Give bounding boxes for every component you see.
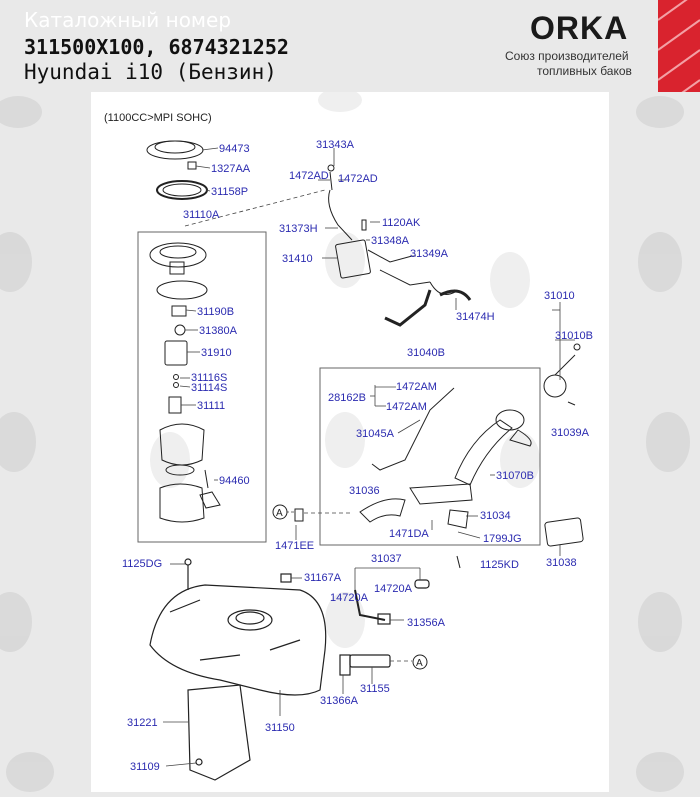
label-1125DG: 1125DG bbox=[122, 558, 162, 570]
filler-pipe-shape bbox=[454, 419, 513, 486]
label-31343A: 31343A bbox=[316, 139, 355, 151]
label-31110A: 31110A bbox=[183, 209, 220, 221]
label-1120AK: 1120AK bbox=[382, 217, 421, 229]
label-31010: 31010 bbox=[544, 290, 575, 302]
label-31116S: 31116S bbox=[191, 372, 227, 384]
label-31010B: 31010B bbox=[555, 330, 593, 342]
label-31348A: 31348A bbox=[371, 235, 410, 247]
label-1472AD-left: 1472AD bbox=[289, 170, 329, 182]
canister-31410-shape bbox=[335, 239, 371, 279]
label-31070B: 31070B bbox=[496, 470, 534, 482]
engine-note: (1100CC>MPI SOHC) bbox=[104, 112, 212, 124]
canister-parts bbox=[327, 164, 472, 327]
label-31114S: 31114S bbox=[191, 382, 227, 394]
reservoir-cup-shape bbox=[159, 483, 205, 523]
callout-a-bottom-label: A bbox=[416, 658, 423, 669]
leader-lines-left bbox=[179, 147, 326, 481]
fuel-tank-31150-shape bbox=[149, 584, 327, 696]
panel-watermarks bbox=[150, 88, 540, 648]
vehicle-model: Hyundai i10 (Бензин) bbox=[24, 60, 277, 84]
label-1472AM-lower: 1472AM bbox=[386, 401, 427, 413]
diagram-panel: (1100CC>MPI SOHC) bbox=[91, 88, 609, 792]
cap-31010-shape bbox=[543, 374, 567, 398]
filler-door-shape bbox=[544, 517, 584, 547]
leader-lines-canister bbox=[318, 148, 457, 310]
label-31373H: 31373H bbox=[279, 223, 318, 235]
label-31034: 31034 bbox=[480, 510, 511, 522]
label-31038: 31038 bbox=[546, 557, 577, 569]
label-31111: 31111 bbox=[197, 400, 225, 412]
hose-31036-shape bbox=[359, 498, 406, 523]
callout-a-top-label: A bbox=[276, 508, 283, 519]
vent-tube-shape bbox=[371, 387, 455, 471]
vent-hose-shape bbox=[384, 289, 432, 327]
label-31410: 31410 bbox=[282, 253, 313, 265]
gasket-94473-shape bbox=[146, 140, 204, 160]
label-94460: 94460 bbox=[219, 475, 250, 487]
label-31221: 31221 bbox=[127, 717, 158, 729]
corner-stripes bbox=[658, 0, 700, 92]
label-31158P: 31158P bbox=[211, 186, 248, 198]
part-numbers: 311500X100, 6874321252 bbox=[24, 35, 289, 59]
filter-31155-shape bbox=[349, 654, 391, 668]
label-1799JG: 1799JG bbox=[483, 533, 522, 545]
heat-shield-31221-shape bbox=[187, 684, 251, 781]
label-31040B: 31040B bbox=[407, 347, 445, 359]
label-31356A: 31356A bbox=[407, 617, 446, 629]
label-1471DA: 1471DA bbox=[389, 528, 429, 540]
page-header: Каталожный номер 311500X100, 6874321252 … bbox=[0, 0, 700, 92]
label-31155: 31155 bbox=[360, 683, 390, 695]
leader-lines-tank bbox=[163, 563, 421, 767]
bracket-31034-shape bbox=[447, 509, 469, 529]
label-1472AM-upper: 1472AM bbox=[396, 381, 437, 393]
pump-housing-shape bbox=[159, 423, 205, 466]
pump-filter-shape bbox=[164, 340, 188, 366]
label-1125KD: 1125KD bbox=[480, 559, 519, 571]
filler-neck-box bbox=[319, 367, 541, 546]
label-14720A-left: 14720A bbox=[330, 592, 369, 604]
pump-assembly-box bbox=[137, 231, 267, 543]
orka-logo: ORKA bbox=[530, 10, 629, 46]
red-corner-flag bbox=[658, 0, 700, 92]
label-31045A: 31045A bbox=[356, 428, 395, 440]
label-31349A: 31349A bbox=[410, 248, 449, 260]
brand-tagline-line2: топливных баков bbox=[537, 64, 632, 78]
label-31474H: 31474H bbox=[456, 311, 495, 323]
label-31167A: 31167A bbox=[304, 572, 342, 584]
part-labels: 94473 1327AA 31158P 31110A 31190B 31380A… bbox=[122, 139, 593, 773]
label-31109: 31109 bbox=[130, 761, 160, 773]
label-1327AA: 1327AA bbox=[211, 163, 251, 175]
callout-a-top bbox=[272, 504, 288, 520]
label-31380A: 31380A bbox=[199, 325, 238, 337]
callout-a-bottom bbox=[412, 654, 428, 670]
sender-shape bbox=[199, 491, 221, 509]
label-31036: 31036 bbox=[349, 485, 380, 497]
label-28162B: 28162B bbox=[328, 392, 366, 404]
nut-shape bbox=[187, 161, 197, 170]
label-31037: 31037 bbox=[371, 553, 402, 565]
catalog-number-label: Каталожный номер bbox=[24, 8, 232, 32]
watermark-background bbox=[0, 96, 690, 792]
label-31910: 31910 bbox=[201, 347, 232, 359]
label-1472AD-right: 1472AD bbox=[338, 173, 378, 185]
label-31150: 31150 bbox=[265, 722, 295, 734]
label-1471EE: 1471EE bbox=[275, 540, 314, 552]
pump-flange-shape bbox=[149, 242, 207, 268]
label-31039A: 31039A bbox=[551, 427, 590, 439]
fuel-system-diagram: (1100CC>MPI SOHC) bbox=[104, 88, 593, 781]
label-94473: 94473 bbox=[219, 143, 250, 155]
filler-neck-parts bbox=[294, 343, 584, 569]
label-31190B: 31190B bbox=[197, 306, 234, 318]
pump-motor-shape bbox=[168, 396, 182, 414]
label-31366A: 31366A bbox=[320, 695, 359, 707]
filler-cap-neck-shape bbox=[495, 409, 525, 431]
fuel-tank-parts bbox=[149, 558, 430, 781]
brand-tagline-line1: Союз производителей bbox=[505, 49, 629, 63]
label-14720A-right: 14720A bbox=[374, 583, 413, 595]
leader-lines-filler bbox=[286, 302, 575, 556]
